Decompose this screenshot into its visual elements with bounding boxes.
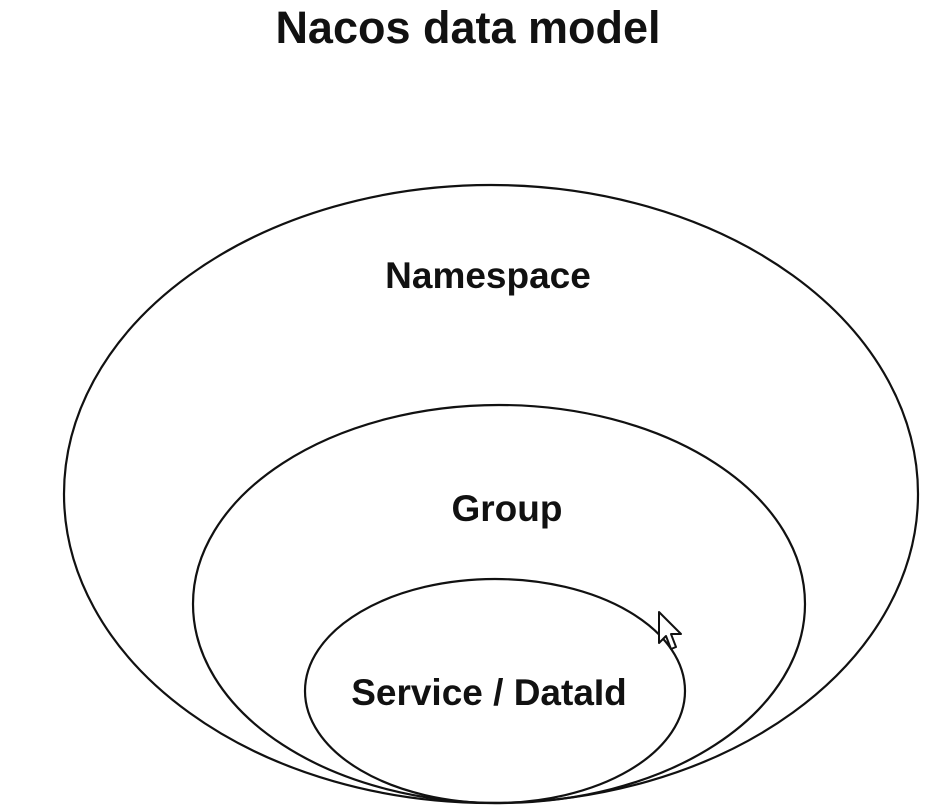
group-label: Group xyxy=(452,488,563,529)
service-ellipse xyxy=(303,577,687,805)
diagram-title: Nacos data model xyxy=(275,2,661,53)
namespace-label: Namespace xyxy=(385,255,591,296)
mouse-pointer-icon xyxy=(658,611,682,650)
group-ellipse xyxy=(191,403,807,805)
service-label: Service / DataId xyxy=(351,672,627,713)
